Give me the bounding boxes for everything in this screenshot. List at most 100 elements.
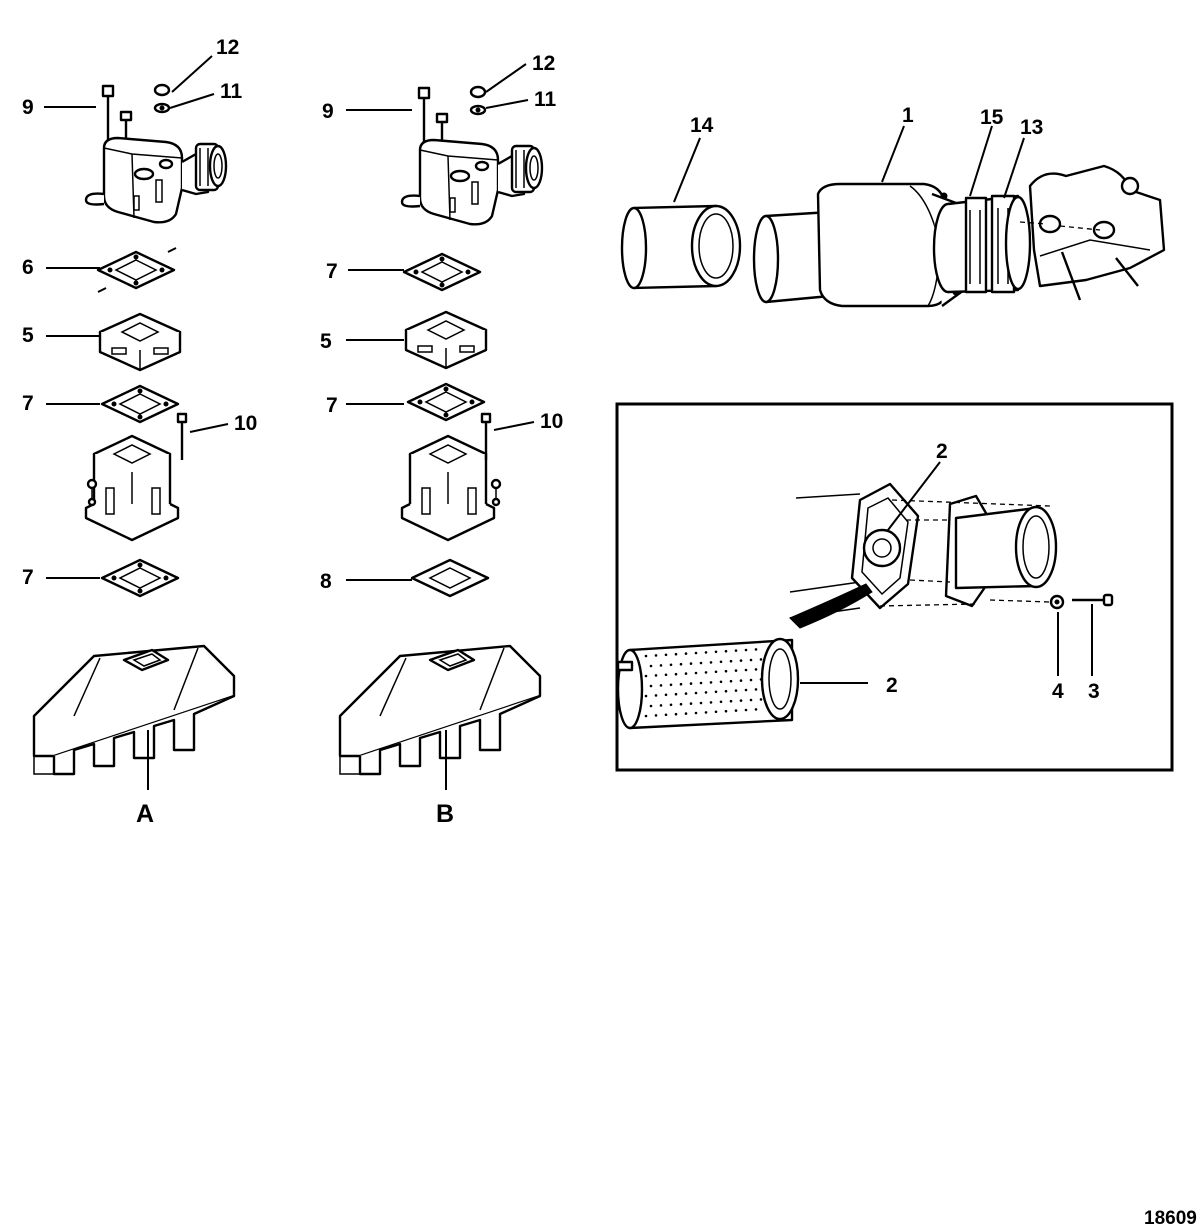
perforation-dot bbox=[694, 671, 698, 675]
perforation-dot bbox=[754, 668, 758, 671]
perforation-dot bbox=[659, 664, 663, 667]
label-12a: 12 bbox=[216, 36, 239, 59]
perforation-dot bbox=[669, 663, 673, 667]
label-5a: 5 bbox=[22, 324, 34, 347]
perforation-dot bbox=[654, 694, 658, 697]
perforation-dot bbox=[734, 649, 738, 652]
perforation-dot bbox=[699, 681, 703, 685]
perforation-dot bbox=[669, 683, 673, 687]
inset-box bbox=[615, 402, 1174, 772]
perforation-dots bbox=[644, 648, 763, 718]
perforation-dot bbox=[729, 659, 733, 663]
label-9b: 9 bbox=[322, 100, 334, 123]
perforation-dot bbox=[744, 648, 748, 652]
leader-lines bbox=[44, 55, 1093, 684]
perforation-dot bbox=[649, 704, 653, 708]
gasket-6 bbox=[96, 247, 177, 293]
label-assembly-a: A bbox=[136, 800, 154, 828]
manifold-b bbox=[338, 644, 542, 776]
label-2-top: 2 bbox=[936, 440, 948, 463]
perforation-dot bbox=[704, 691, 708, 694]
spacer-5a bbox=[98, 312, 182, 372]
perforation-dot bbox=[644, 694, 648, 698]
gasket-7c bbox=[402, 252, 482, 292]
perforation-dot bbox=[744, 688, 748, 692]
perforation-dot bbox=[714, 670, 718, 674]
perforation-dot bbox=[659, 684, 663, 687]
perforation-dot bbox=[679, 702, 683, 706]
perforation-dot bbox=[704, 711, 708, 714]
spacer-5b bbox=[404, 310, 488, 370]
perforation-dot bbox=[684, 712, 688, 715]
perforation-dot bbox=[689, 702, 693, 705]
perforation-dot bbox=[684, 652, 688, 655]
perforation-dot bbox=[694, 691, 698, 695]
perforation-dot bbox=[709, 661, 713, 664]
riser-b bbox=[400, 412, 502, 542]
label-8: 8 bbox=[320, 570, 332, 593]
perforation-dot bbox=[664, 713, 668, 717]
perforation-dot bbox=[699, 661, 703, 665]
perforation-dot bbox=[644, 714, 648, 718]
perforation-dot bbox=[644, 654, 648, 658]
label-5b: 5 bbox=[320, 330, 332, 353]
perforation-dot bbox=[734, 669, 738, 672]
elbow-assembly-a bbox=[84, 83, 228, 224]
perforation-dot bbox=[749, 678, 753, 682]
perforation-dot bbox=[719, 680, 723, 684]
perforation-dot bbox=[734, 689, 738, 692]
label-9a: 9 bbox=[22, 96, 34, 119]
label-4: 4 bbox=[1052, 680, 1064, 703]
perforation-dot bbox=[654, 674, 658, 677]
perforation-dot bbox=[714, 690, 718, 694]
gasket-8 bbox=[410, 558, 490, 598]
perforation-dot bbox=[714, 650, 718, 654]
label-7a: 7 bbox=[22, 392, 34, 415]
perforation-dot bbox=[674, 652, 678, 656]
gasket-7b bbox=[100, 558, 180, 598]
label-3: 3 bbox=[1088, 680, 1100, 703]
manifold-a bbox=[32, 644, 236, 776]
perforation-dot bbox=[739, 679, 743, 682]
column-b bbox=[338, 85, 544, 790]
perforation-dot bbox=[674, 692, 678, 696]
tailpipe-assembly bbox=[620, 164, 1166, 308]
perforation-dot bbox=[754, 648, 758, 651]
figure-number: 18609 bbox=[1144, 1208, 1197, 1228]
label-7d: 7 bbox=[326, 394, 338, 417]
perforation-dot bbox=[694, 651, 698, 655]
label-assembly-b: B bbox=[436, 800, 454, 828]
perforation-dot bbox=[664, 653, 668, 657]
perforation-dot bbox=[689, 682, 693, 685]
label-7c: 7 bbox=[326, 260, 338, 283]
perforation-dot bbox=[704, 651, 708, 654]
elbow-assembly-b bbox=[400, 85, 544, 226]
perforation-dot bbox=[714, 710, 718, 714]
column-a bbox=[32, 83, 236, 790]
perforation-dot bbox=[654, 714, 658, 717]
perforation-dot bbox=[719, 660, 723, 664]
label-10a: 10 bbox=[234, 412, 257, 435]
perforation-dot bbox=[659, 704, 663, 707]
label-12b: 12 bbox=[532, 52, 555, 75]
perforation-dot bbox=[709, 681, 713, 684]
perforation-dot bbox=[754, 688, 758, 691]
label-13: 13 bbox=[1020, 116, 1043, 139]
perforation-dot bbox=[699, 701, 703, 705]
perforation-dot bbox=[664, 673, 668, 677]
label-7b: 7 bbox=[22, 566, 34, 589]
riser-a bbox=[84, 412, 188, 542]
label-1: 1 bbox=[902, 104, 914, 127]
label-10b: 10 bbox=[540, 410, 563, 433]
perforation-dot bbox=[684, 672, 688, 675]
perforation-dot bbox=[669, 703, 673, 707]
perforation-dot bbox=[694, 711, 698, 715]
perforation-dot bbox=[724, 689, 728, 693]
label-14: 14 bbox=[690, 114, 714, 137]
perforation-dot bbox=[744, 668, 748, 672]
perforation-dot bbox=[689, 662, 693, 665]
perforation-dot bbox=[649, 684, 653, 688]
perforation-dot bbox=[679, 662, 683, 666]
perforation-dot bbox=[664, 693, 668, 697]
